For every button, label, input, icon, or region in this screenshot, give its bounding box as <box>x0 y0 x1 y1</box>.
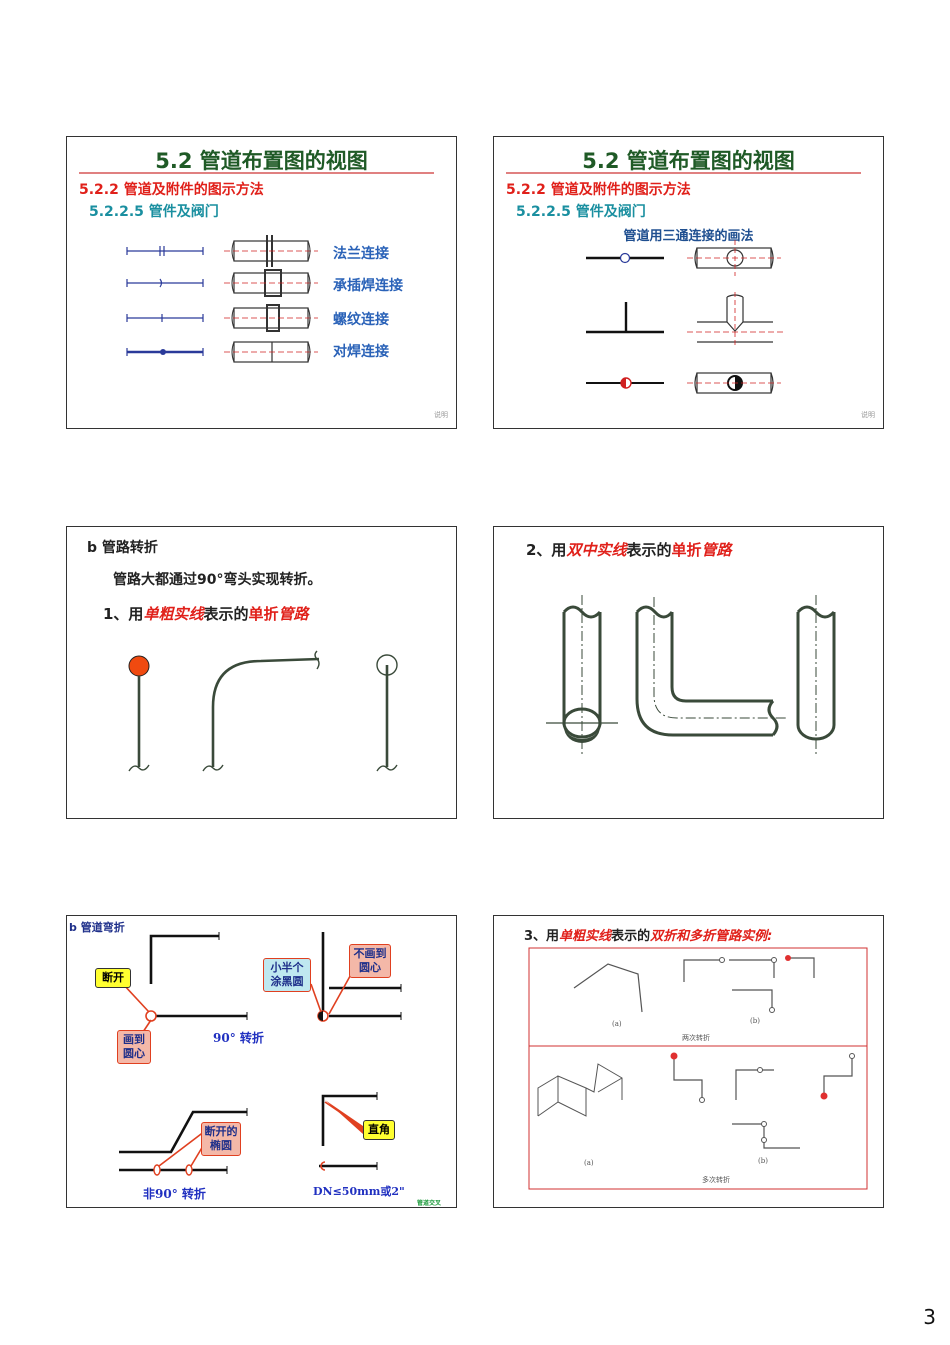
label-flange: 法兰连接 <box>333 246 389 262</box>
heading-emphasis-2: 管路 <box>278 605 309 623</box>
heading-middle: 表示的 <box>203 605 249 623</box>
tee-symbols-diagram <box>586 240 783 394</box>
caption-a-two-bend: (a) <box>612 1020 622 1028</box>
heading-middle: 表示的 <box>626 541 672 559</box>
section-heading: 5.2.2 管道及附件的图示方法 <box>79 182 264 198</box>
slide-mark: 说明 <box>434 411 448 419</box>
caption-90-turn: 90° 转折 <box>213 1031 264 1045</box>
title-underline <box>79 172 434 174</box>
caption-non-90-turn: 非90° 转折 <box>143 1187 206 1201</box>
heading-prefix: 1、用 <box>103 605 144 623</box>
callout-to-center: 画到圆心 <box>117 1030 151 1064</box>
bend-rules-diagram <box>119 932 402 1176</box>
slide-mark: 说明 <box>861 411 875 419</box>
slide-multi-bend-examples: 3、用单粗实线表示的双折和多折管路实例: (a) (b) 两次转折 (a) (b… <box>493 915 884 1208</box>
slide-heading: b 管路转折 <box>87 540 158 556</box>
tee-caption: 管道用三通连接的画法 <box>623 229 754 244</box>
callout-broken-ellipse: 断开的椭圆 <box>201 1122 241 1156</box>
single-line-turn-diagram <box>128 650 398 772</box>
subsection-heading: 5.2.2.5 管件及阀门 <box>89 204 219 220</box>
connection-symbols-diagram <box>126 235 318 363</box>
caption-b-two-bend: (b) <box>750 1017 760 1025</box>
label-socket-weld: 承插焊连接 <box>333 278 403 294</box>
callout-half-black-circle: 小半个涂黑圆 <box>263 958 311 992</box>
heading-emphasis: 单粗实线 <box>559 929 612 944</box>
section-heading: 5.2.2 管道及附件的图示方法 <box>506 182 691 198</box>
slide-pipe-turn-single-line: b 管路转折 管路大都通过90°弯头实现转折。 1、用单粗实线表示的单折管路 <box>66 526 457 819</box>
callout-right-angle: 直角 <box>363 1120 395 1140</box>
caption-two-bends: 两次转折 <box>682 1034 710 1042</box>
heading-prefix: 3、用 <box>524 929 560 944</box>
caption-dn: DN≤50mm或2" <box>313 1185 405 1198</box>
heading-red: 单折 <box>671 541 702 559</box>
slide-pipe-bend-rules: b 管道弯折 <box>66 915 457 1208</box>
slide-title: 5.2 管道布置图的视图 <box>155 149 368 173</box>
slide-heading: b 管道弯折 <box>69 921 125 934</box>
heading-emphasis: 单粗实线 <box>143 605 204 623</box>
caption-pipe-crossing: 管道交叉 <box>417 1200 442 1207</box>
slide-title: 5.2 管道布置图的视图 <box>582 149 795 173</box>
label-thread: 螺纹连接 <box>333 312 389 328</box>
multi-bend-diagram <box>528 947 868 1190</box>
heading-prefix: 2、用 <box>526 541 567 559</box>
slide-fittings-connections: 5.2 管道布置图的视图 5.2.2 管道及附件的图示方法 5.2.2.5 管件… <box>66 136 457 429</box>
caption-b-multi-bend: (b) <box>758 1157 768 1165</box>
callout-not-to-center: 不画到圆心 <box>349 944 391 978</box>
multi-bend-heading: 3、用单粗实线表示的双折和多折管路实例: <box>524 925 772 944</box>
heading-middle: 表示的 <box>611 929 651 944</box>
heading-emphasis-2: 管路 <box>701 541 732 559</box>
caption-multiple-bends: 多次转折 <box>702 1176 730 1184</box>
slide-tee-connections: 5.2 管道布置图的视图 5.2.2 管道及附件的图示方法 5.2.2.5 管件… <box>493 136 884 429</box>
double-line-heading: 2、用双中实线表示的单折管路 <box>526 539 732 560</box>
heading-red: 单折 <box>248 605 279 623</box>
page-number: 3 <box>923 1305 936 1329</box>
heading-emphasis: 双中实线 <box>566 541 627 559</box>
intro-line: 管路大都通过90°弯头实现转折。 <box>113 572 322 588</box>
double-line-turn-diagram <box>546 595 836 757</box>
title-underline <box>506 172 861 174</box>
label-butt-weld: 对焊连接 <box>333 344 389 360</box>
caption-a-multi-bend: (a) <box>584 1159 594 1167</box>
subsection-heading: 5.2.2.5 管件及阀门 <box>516 204 646 220</box>
callout-break: 断开 <box>95 968 131 988</box>
single-line-heading: 1、用单粗实线表示的单折管路 <box>103 603 309 624</box>
slide-pipe-turn-double-line: 2、用双中实线表示的单折管路 <box>493 526 884 819</box>
heading-emphasis-2: 双折和多折管路实例: <box>650 929 773 944</box>
